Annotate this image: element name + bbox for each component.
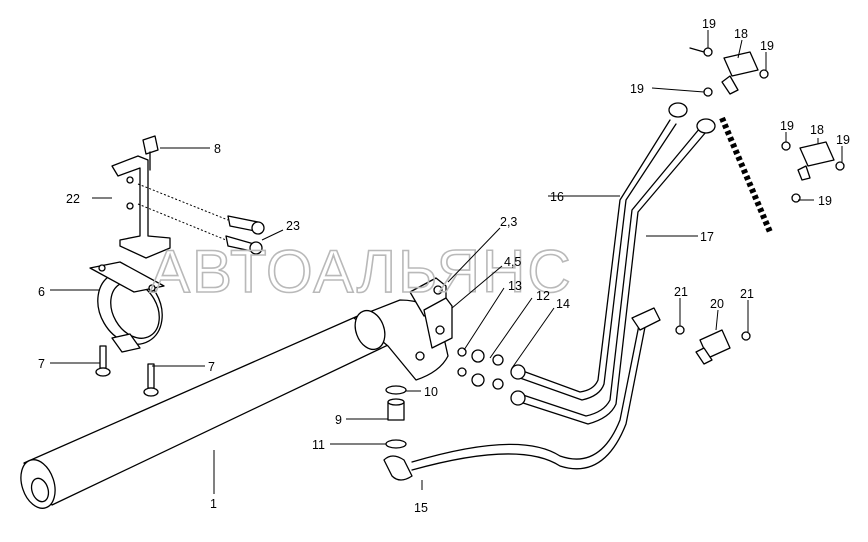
callout-18-right: 18 xyxy=(810,123,824,137)
callout-23: 23 xyxy=(286,219,300,233)
callout-11: 11 xyxy=(312,438,325,452)
pipes-16-17 xyxy=(457,102,716,425)
hydraulic-cylinder xyxy=(20,277,453,509)
callout-16: 16 xyxy=(550,190,564,204)
callout-19-top-left: 19 xyxy=(702,17,716,31)
bolts-23 xyxy=(137,183,265,255)
watermark-text: АВТОАЛЬЯНС xyxy=(150,238,573,305)
callout-10: 10 xyxy=(424,385,438,399)
callout-17: 17 xyxy=(700,230,714,244)
callout-22: 22 xyxy=(66,192,80,206)
mounting-bracket xyxy=(111,155,171,259)
callout-19-right-top: 19 xyxy=(780,119,794,133)
callout-14: 14 xyxy=(556,297,570,311)
callout-19-left: 19 xyxy=(630,82,644,96)
bolt-7-right xyxy=(143,363,159,397)
callout-4-5: 4,5 xyxy=(504,255,521,269)
callout-20: 20 xyxy=(710,297,724,311)
tee-18-right xyxy=(781,141,845,203)
callout-12: 12 xyxy=(536,289,550,303)
callout-6: 6 xyxy=(38,285,45,299)
callout-7-left: 7 xyxy=(38,357,45,371)
callout-19-right-far: 19 xyxy=(836,133,850,147)
callout-15: 15 xyxy=(414,501,428,515)
callout-19-right-low: 19 xyxy=(818,194,832,208)
hose-15 xyxy=(383,307,661,481)
callout-2-3: 2,3 xyxy=(500,215,517,229)
callout-21-left: 21 xyxy=(674,285,688,299)
fitting-20 xyxy=(675,325,751,365)
callout-7-right: 7 xyxy=(208,360,215,374)
clamp-bracket xyxy=(89,261,165,353)
callout-13: 13 xyxy=(508,279,522,293)
callout-9: 9 xyxy=(335,413,342,427)
tee-18-top xyxy=(689,47,769,97)
fitting-9 xyxy=(385,385,407,449)
braided-hose xyxy=(719,116,773,234)
callout-8: 8 xyxy=(214,142,221,156)
callout-18-top: 18 xyxy=(734,27,748,41)
callout-1: 1 xyxy=(210,497,217,511)
bolt-8 xyxy=(142,135,159,171)
callout-19-top-right: 19 xyxy=(760,39,774,53)
bolt-7-left xyxy=(95,345,111,377)
callout-21-right: 21 xyxy=(740,287,754,301)
leader-lines xyxy=(50,30,843,494)
